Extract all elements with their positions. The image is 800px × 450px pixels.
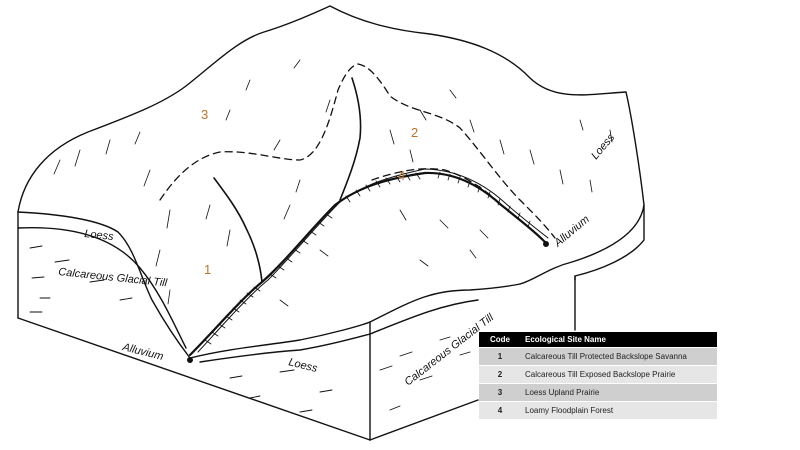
slope-texture [53, 59, 613, 307]
legend-site-name: Loess Upland Prairie [521, 383, 717, 402]
map-code-1: 1 [204, 262, 211, 277]
legend-row: 2 Calcareous Till Exposed Backslope Prai… [479, 365, 717, 384]
label-loess-front: Loess [287, 356, 319, 375]
right-face-top-edge [189, 283, 521, 359]
site-boundary-upland-east [357, 63, 556, 239]
main-stream-channel-bank [197, 168, 549, 353]
legend-code: 1 [479, 347, 521, 366]
main-stream-channel [188, 171, 547, 357]
legend-row: 3 Loess Upland Prairie [479, 383, 717, 402]
left-face-top-edge [17, 211, 191, 359]
loess-till-contact-front [199, 333, 371, 363]
top-surface-outline [17, 5, 645, 285]
legend-code: 2 [479, 365, 521, 384]
legend-header-row: Code Ecological Site Name [479, 332, 717, 348]
loess-till-contact-left [17, 226, 187, 349]
legend-site-name: Loamy Floodplain Forest [521, 401, 717, 419]
site-boundary-upland-west [159, 63, 359, 201]
legend-code: 3 [479, 383, 521, 402]
tributary-channel-west [213, 177, 263, 283]
legend-site-name: Calcareous Till Exposed Backslope Prairi… [521, 365, 717, 384]
loess-till-contact-right [369, 299, 479, 335]
floodplain-hatching [204, 171, 531, 345]
label-loess-left: Loess [84, 228, 115, 243]
map-code-4: 4 [398, 168, 405, 183]
legend-row: 4 Loamy Floodplain Forest [479, 401, 717, 419]
block-bottom-left [17, 317, 371, 441]
ecological-site-legend: Code Ecological Site Name 1 Calcareous T… [479, 332, 717, 419]
legend-header-name: Ecological Site Name [521, 332, 717, 348]
alluvium-outlet-right [543, 241, 549, 247]
tributary-channel-central [339, 77, 362, 201]
legend-row: 1 Calcareous Till Protected Backslope Sa… [479, 347, 717, 366]
map-code-2: 2 [411, 125, 418, 140]
strata-marks [29, 245, 471, 413]
legend-code: 4 [479, 401, 521, 419]
right-face-edge [574, 204, 645, 281]
label-alluvium-right: Alluvium [551, 213, 591, 250]
block-bottom-right [369, 399, 479, 441]
legend-header-code: Code [479, 332, 521, 348]
map-code-3: 3 [201, 107, 208, 122]
legend-site-name: Calcareous Till Protected Backslope Sava… [521, 347, 717, 366]
alluvium-outlet-left [187, 357, 193, 363]
label-loess-right: Loess [589, 131, 617, 162]
label-till-left: Calcareous Glacial Till [58, 266, 169, 289]
label-alluvium-left: Alluvium [120, 341, 164, 363]
